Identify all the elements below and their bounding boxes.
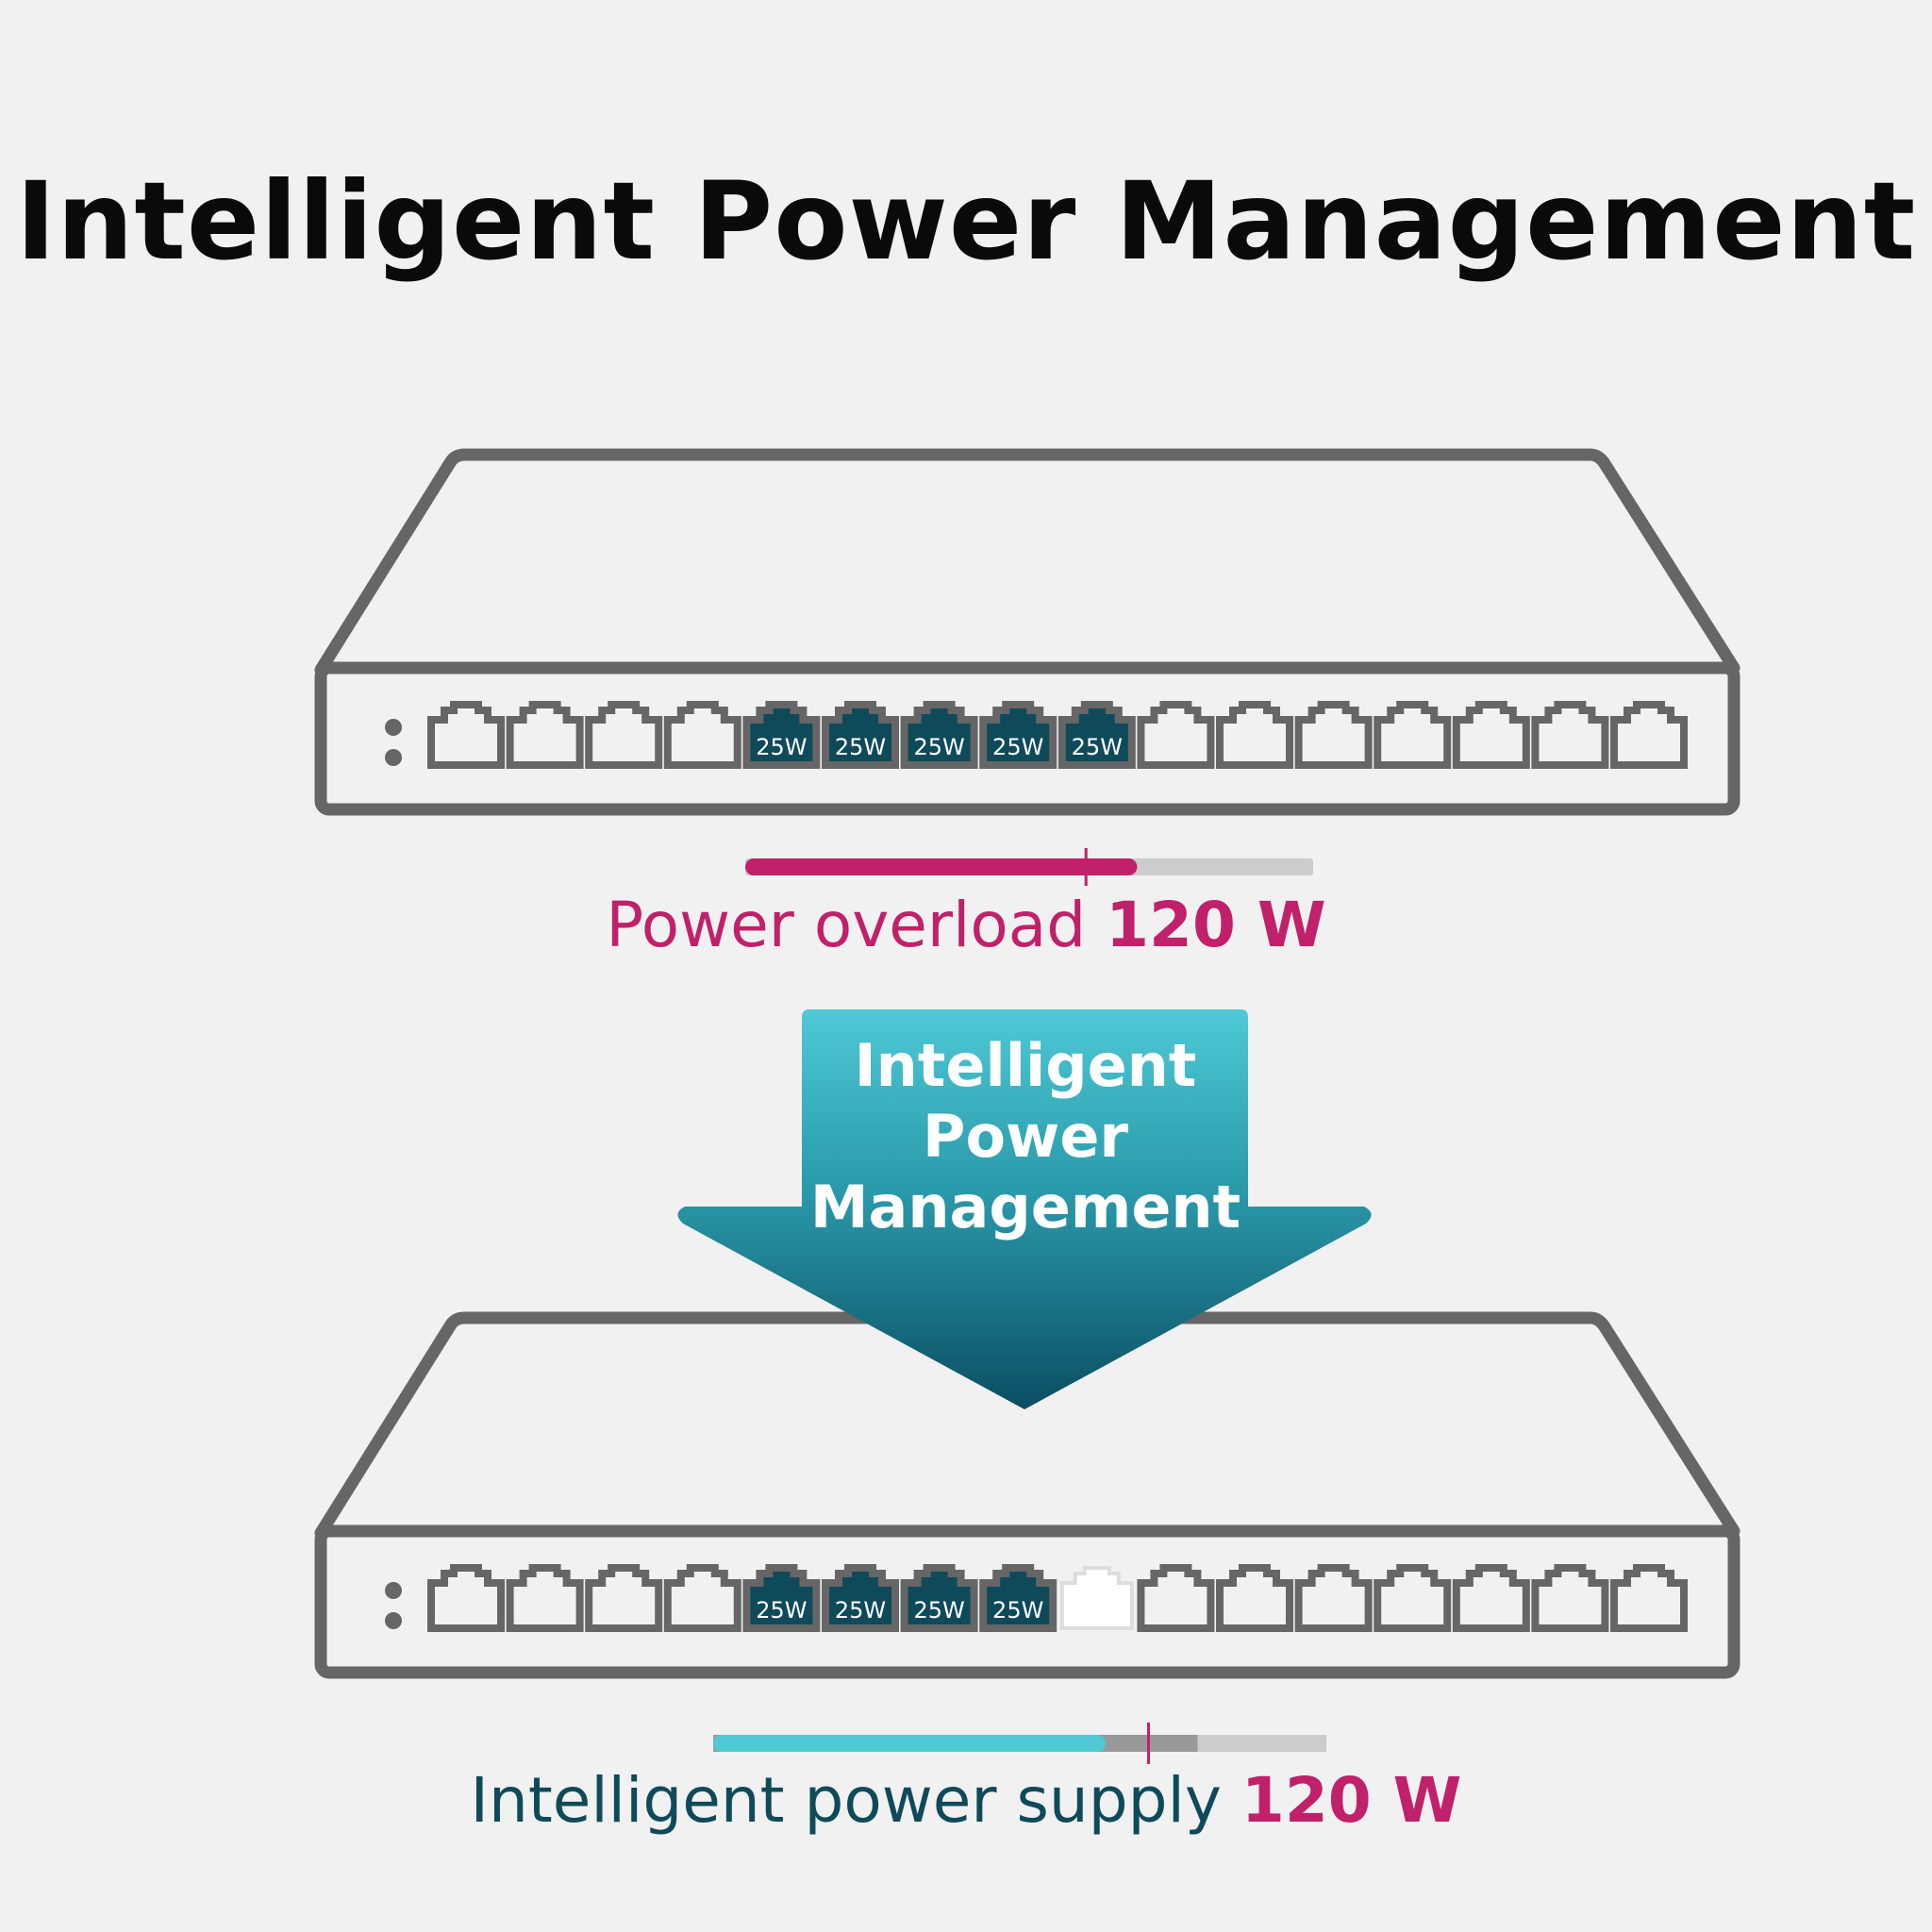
power-supply-text: Intelligent power supply [470,1764,1241,1837]
arrow-label: Intelligent Power Management [804,1030,1247,1242]
switch-bottom-port-label-7: 25W [913,1597,964,1624]
page-title: Intelligent Power Management [15,158,1917,284]
switch-bottom-port-7 [900,1564,978,1632]
switch-bottom-port-16 [1610,1564,1688,1632]
switch-top-port-label-8: 25W [992,734,1043,760]
power-overload-value: 120 W [1106,889,1326,961]
power-bar-bottom-fill [713,1735,1106,1752]
switch-bottom-port-14 [1452,1564,1530,1632]
switch-top-port-label-6: 25W [835,734,886,760]
switch-top-port-9 [1058,701,1136,769]
switch-bottom-port-6 [822,1564,899,1632]
switch-top-front-panel [314,661,1740,816]
switch-top-port-15 [1531,701,1609,769]
switch-top-port-4 [663,701,741,769]
switch-bottom-port-label-5: 25W [756,1597,807,1624]
switch-top-port-2 [506,701,584,769]
switch-top-port-1 [427,701,505,769]
switch-bottom-port-8 [979,1564,1058,1632]
switch-top-port-label-5: 25W [756,734,807,760]
switch-bottom-port-3 [585,1564,663,1632]
switch-top-port-12 [1294,701,1373,769]
switch-bottom-port-label-8: 25W [992,1597,1043,1624]
switch-bottom-front-panel [314,1524,1740,1679]
switch-top-port-16 [1610,701,1688,769]
arrow-label-line-3: Management [809,1173,1241,1241]
switch-top-port-6 [822,701,899,769]
intelligent-power-arrow [677,1009,1372,1409]
switch-bottom: 25W 25W 25W 25W [314,1311,1740,1679]
switch-top-port-11 [1216,701,1293,769]
arrow-label-line-2: Power [923,1102,1128,1171]
switch-bottom-port-10 [1137,1564,1215,1632]
power-supply-value: 120 W [1241,1764,1462,1837]
switch-top-port-label-9: 25W [1072,734,1123,760]
switch-bottom-led-2 [385,1612,402,1629]
switch-bottom-port-1 [427,1564,505,1632]
switch-top-port-10 [1137,701,1215,769]
power-overload-text: Power overload [606,889,1107,961]
switch-bottom-port-15 [1531,1564,1609,1632]
switch-top-port-7 [900,701,978,769]
switch-bottom-port-13 [1374,1564,1452,1632]
switch-top-led-1 [385,719,402,736]
switch-top: 25W 25W 25W 25W 25W [314,448,1740,816]
arrow-label-line-1: Intelligent [854,1031,1197,1100]
switch-bottom-port-label-6: 25W [835,1597,886,1624]
power-supply-caption: Intelligent power supply 120 W [0,1764,1932,1837]
switch-top-port-13 [1374,701,1452,769]
power-bar-top [745,848,1313,886]
switch-top-port-label-7: 25W [913,734,964,760]
switch-bottom-port-12 [1294,1564,1373,1632]
switch-top-port-14 [1452,701,1530,769]
power-bar-bottom [713,1723,1326,1764]
switch-top-port-8 [979,701,1058,769]
switch-top-port-5 [742,701,821,769]
switch-bottom-led-1 [385,1582,402,1599]
power-bar-top-fill [745,858,1138,875]
switch-top-led-2 [385,749,402,766]
switch-bottom-port-9 [1059,1566,1134,1630]
switch-bottom-port-4 [663,1564,741,1632]
switch-bottom-port-11 [1216,1564,1293,1632]
power-overload-caption: Power overload 120 W [0,889,1932,961]
switch-bottom-port-5 [742,1564,821,1632]
switch-top-top-face [314,448,1740,676]
switch-bottom-port-2 [506,1564,584,1632]
switch-top-port-3 [585,701,663,769]
